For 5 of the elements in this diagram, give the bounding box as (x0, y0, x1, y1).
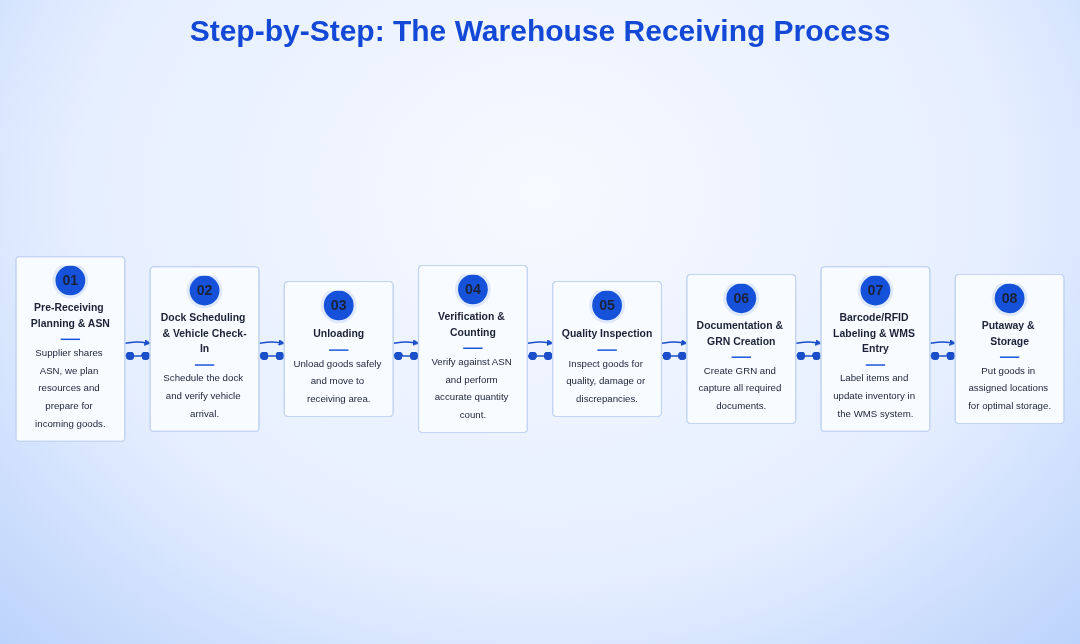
arrow (795, 339, 822, 346)
arrow (929, 339, 956, 346)
title: Step-by-Step: The Warehouse Receiving Process (188, 14, 892, 48)
arrow (124, 339, 151, 346)
arrow (258, 339, 285, 346)
